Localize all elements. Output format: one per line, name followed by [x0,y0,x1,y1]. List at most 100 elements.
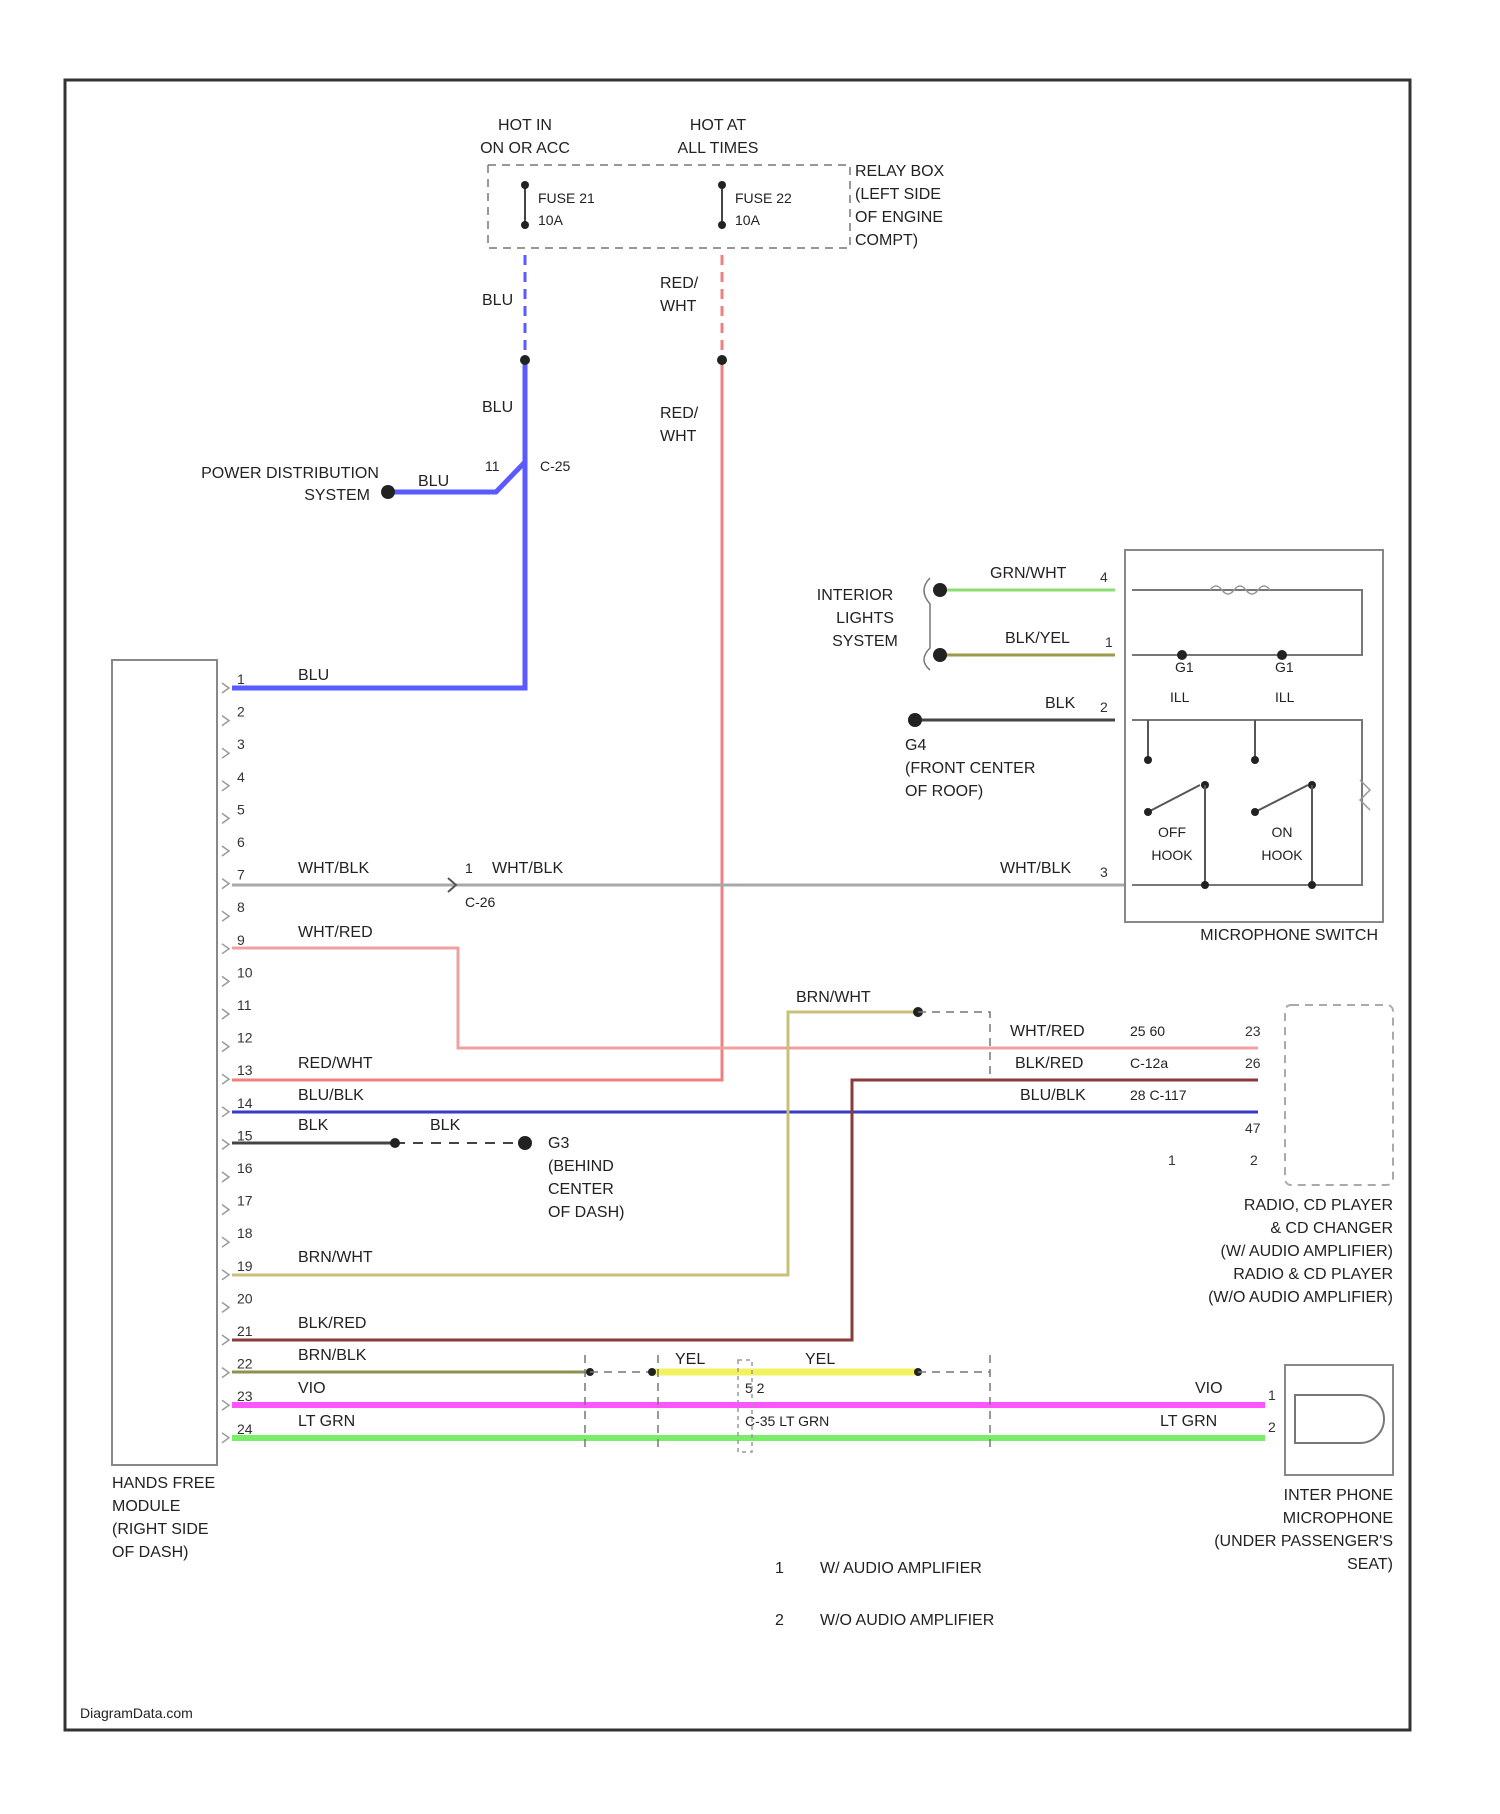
hfm-pin-terminal-24 [222,1433,229,1443]
off-hook-label-2: HOOK [1151,847,1193,863]
blu-label-upper: BLU [482,292,513,309]
blu-blk-label-hfm: BLU/BLK [298,1087,364,1104]
hfm-pin-terminal-7 [222,879,229,889]
relay-box-label-2: (LEFT SIDE [855,186,941,203]
hands-free-module-pins: 123456789101112131415161718192021222324 [222,671,253,1443]
hfm-pin-7: 7 [237,867,245,883]
interior-lights-label-2: LIGHTS [836,610,894,627]
radio-label-2: & CD CHANGER [1270,1220,1393,1237]
hfm-pin-terminal-14 [222,1107,229,1117]
interphone-label-1: INTER PHONE [1284,1487,1393,1504]
hfm-pin-5: 5 [237,801,245,817]
yel-start [648,1368,656,1376]
blk-splice [390,1138,400,1148]
sw-g1-label-a: G1 [1175,659,1194,675]
blk-yel-label: BLK/YEL [1005,630,1070,647]
blk-red-label-hfm: BLK/RED [298,1315,366,1332]
hfm-pin-terminal-2 [222,716,229,726]
interior-lights-terminal-2 [933,648,947,662]
interior-lights-brace [924,578,930,670]
brn-wht-dashed-branch [918,1012,990,1080]
interior-lights-terminal-1 [933,583,947,597]
radio-connector-c: 28 C-117 [1130,1087,1187,1103]
hfm-pin-9: 9 [237,932,245,948]
fuse-21-rating: 10A [538,212,564,228]
fuse-22-rating: 10A [735,212,761,228]
blu-label-lower: BLU [482,399,513,416]
off-hook-label-1: OFF [1158,824,1186,840]
hfm-pin-8: 8 [237,899,245,915]
g4-label-3: OF ROOF) [905,783,983,800]
hfm-pin-terminal-1 [222,683,229,693]
blu-label-pds: BLU [418,473,449,490]
wht-blk-label-mic: WHT/BLK [1000,860,1071,877]
inline-connector-c2: C-35 LT GRN [745,1413,829,1429]
power-distribution-label-1: POWER DISTRIBUTION [201,465,379,482]
hfm-pin-1: 1 [237,671,245,687]
hfm-pin-terminal-20 [222,1302,229,1312]
mic-sw-pin-4: 4 [1100,569,1108,585]
hfm-pin-terminal-19 [222,1270,229,1280]
hands-free-label-4: OF DASH) [112,1544,188,1561]
red-wht-label-upper-1: RED/ [660,275,699,292]
blk-label-g4: BLK [1045,695,1076,712]
hfm-pin-13: 13 [237,1062,253,1078]
wht-red-label-radio: WHT/RED [1010,1023,1085,1040]
microphone-switch-label: MICROPHONE SWITCH [1200,927,1378,944]
legend-text-2: W/O AUDIO AMPLIFIER [820,1612,994,1629]
yel-label-2: YEL [805,1351,835,1368]
hfm-pin-terminal-17 [222,1205,229,1215]
hfm-pin-6: 6 [237,834,245,850]
hfm-pin-10: 10 [237,964,253,980]
mic-sw-pin-1: 1 [1105,634,1113,650]
legend-text-1: W/ AUDIO AMPLIFIER [820,1560,982,1577]
g3-label-2: (BEHIND [548,1158,614,1175]
radio-connector-a: 25 60 [1130,1023,1165,1039]
hands-free-label-1: HANDS FREE [112,1475,215,1492]
vio-label-hfm: VIO [298,1380,326,1397]
hfm-pin-14: 14 [237,1095,253,1111]
hands-free-label-2: MODULE [112,1498,180,1515]
on-hook-label-2: HOOK [1261,847,1303,863]
red-wht-splice [717,355,727,365]
brn-blk-label-hfm: BRN/BLK [298,1347,367,1364]
hfm-pin-terminal-6 [222,846,229,856]
red-wht-label-hfm: RED/WHT [298,1055,373,1072]
wht-blk-label-hfm: WHT/BLK [298,860,369,877]
radio-pin-23: 23 [1245,1023,1261,1039]
hfm-pin-20: 20 [237,1290,253,1306]
ground-g4-terminal [908,713,922,727]
lt-grn-label-interphone: LT GRN [1160,1413,1217,1430]
brn-wht-label-top: BRN/WHT [796,989,871,1006]
radio-cd-player [1285,1005,1393,1185]
watermark: DiagramData.com [80,1705,193,1721]
yel-label-1: YEL [675,1351,705,1368]
c25-pin-label: 11 [485,458,500,474]
inline-connector-c1: 5 2 [745,1380,765,1396]
g3-label-3: CENTER [548,1181,614,1198]
power-distribution-label-2: SYSTEM [304,487,370,504]
wire-wht-red [232,948,1258,1048]
blu-splice [520,355,530,365]
relay-box-label-3: OF ENGINE [855,209,943,226]
hfm-pin-terminal-13 [222,1074,229,1084]
radio-label-4: RADIO & CD PLAYER [1233,1266,1393,1283]
hands-free-module [112,660,217,1465]
relay-box-outline [488,165,850,248]
hfm-pin-terminal-23 [222,1400,229,1410]
hfm-pin-terminal-22 [222,1368,229,1378]
fuse-21-label: FUSE 21 [538,190,595,206]
radio-pin-26: 26 [1245,1055,1261,1071]
fuse-22-label: FUSE 22 [735,190,792,206]
hfm-pin-3: 3 [237,736,245,752]
fuse-21: FUSE 21 10A [521,181,595,229]
hot-on-acc-label-2: ON OR ACC [480,140,570,157]
g4-label-1: G4 [905,737,926,754]
hfm-pin-15: 15 [237,1127,253,1143]
hfm-pin-12: 12 [237,1030,253,1046]
c25-label: C-25 [540,458,571,474]
hfm-pin-terminal-5 [222,813,229,823]
interphone-label-4: SEAT) [1347,1556,1393,1573]
radio-pin-2: 2 [1250,1152,1258,1168]
